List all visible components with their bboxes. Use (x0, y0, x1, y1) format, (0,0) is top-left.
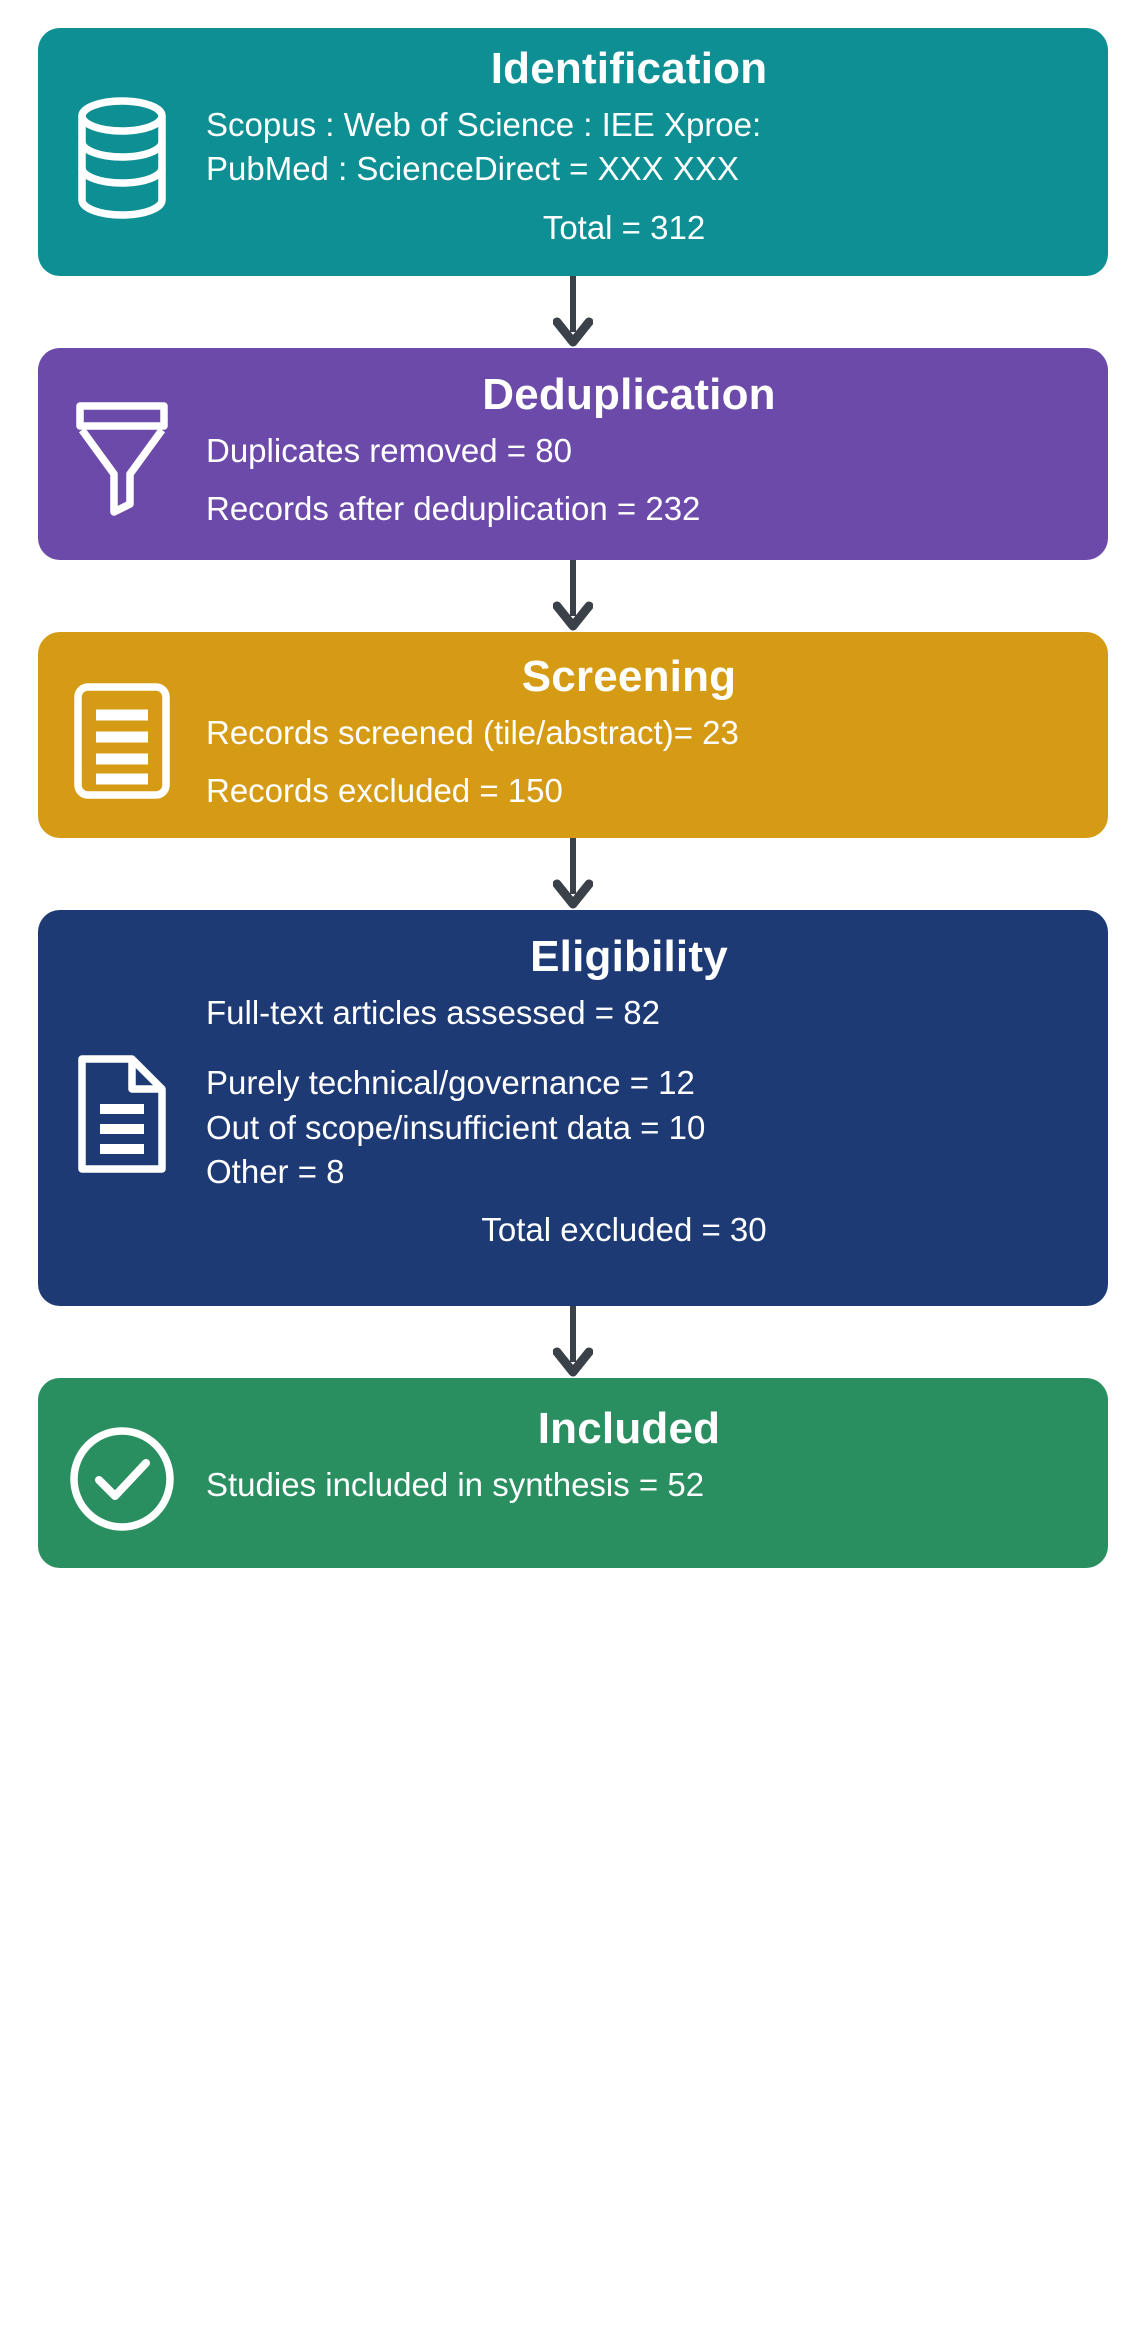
stage-identification-body: Identification Scopus : Web of Science :… (206, 28, 1108, 270)
stage-deduplication-body: Deduplication Duplicates removed = 80 Re… (206, 348, 1108, 552)
stage-line: Records screened (tile/abstract)= 23 (206, 714, 739, 752)
connector-identification-to-deduplication (38, 276, 1108, 348)
connector-eligibility-to-included (38, 1306, 1108, 1378)
stage-line: Scopus : Web of Science : IEE Xproe: (206, 106, 762, 144)
connector-deduplication-to-screening (38, 560, 1108, 632)
file-text-icon (38, 1041, 206, 1175)
list-document-icon (38, 669, 206, 801)
stage-screening-body: Screening Records screened (tile/abstrac… (206, 632, 1108, 834)
connector-screening-to-eligibility (38, 838, 1108, 910)
stage-line: Purely technical/governance = 12 (206, 1064, 695, 1102)
funnel-icon (38, 388, 206, 520)
stage-deduplication: Deduplication Duplicates removed = 80 Re… (38, 348, 1108, 560)
stage-eligibility: Eligibility Full-text articles assessed … (38, 910, 1108, 1306)
check-circle-icon (38, 1411, 206, 1535)
stage-line: PubMed : ScienceDirect = XXX XXX (206, 150, 739, 188)
database-icon (38, 82, 206, 222)
stage-screening: Screening Records screened (tile/abstrac… (38, 632, 1108, 838)
down-arrow-icon (553, 560, 593, 631)
stage-line: Full-text articles assessed = 82 (206, 994, 660, 1032)
stage-identification: Identification Scopus : Web of Science :… (38, 28, 1108, 276)
down-arrow-icon (553, 276, 593, 347)
stage-included-body: Included Studies included in synthesis =… (206, 1378, 1108, 1527)
stage-title: Deduplication (482, 370, 776, 419)
stage-title: Identification (490, 44, 768, 93)
stage-line: Records excluded = 150 (206, 772, 563, 810)
stage-line: Records after deduplication = 232 (206, 490, 701, 528)
down-arrow-icon (553, 838, 593, 909)
stage-line: Other = 8 (206, 1152, 345, 1190)
stage-title: Included (537, 1404, 721, 1453)
stage-eligibility-body: Eligibility Full-text articles assessed … (206, 910, 1108, 1272)
down-arrow-icon (553, 1306, 593, 1377)
stage-title: Eligibility (530, 932, 728, 981)
stage-line-total: Total = 312 (542, 208, 706, 246)
stage-line-total-excluded: Total excluded = 30 (481, 1211, 767, 1249)
stage-line: Out of scope/insufficient data = 10 (206, 1108, 706, 1146)
stage-line: Studies included in synthesis = 52 (206, 1466, 705, 1504)
stage-included: Included Studies included in synthesis =… (38, 1378, 1108, 1568)
stage-line: Duplicates removed = 80 (206, 432, 572, 470)
stage-title: Screening (521, 652, 737, 701)
